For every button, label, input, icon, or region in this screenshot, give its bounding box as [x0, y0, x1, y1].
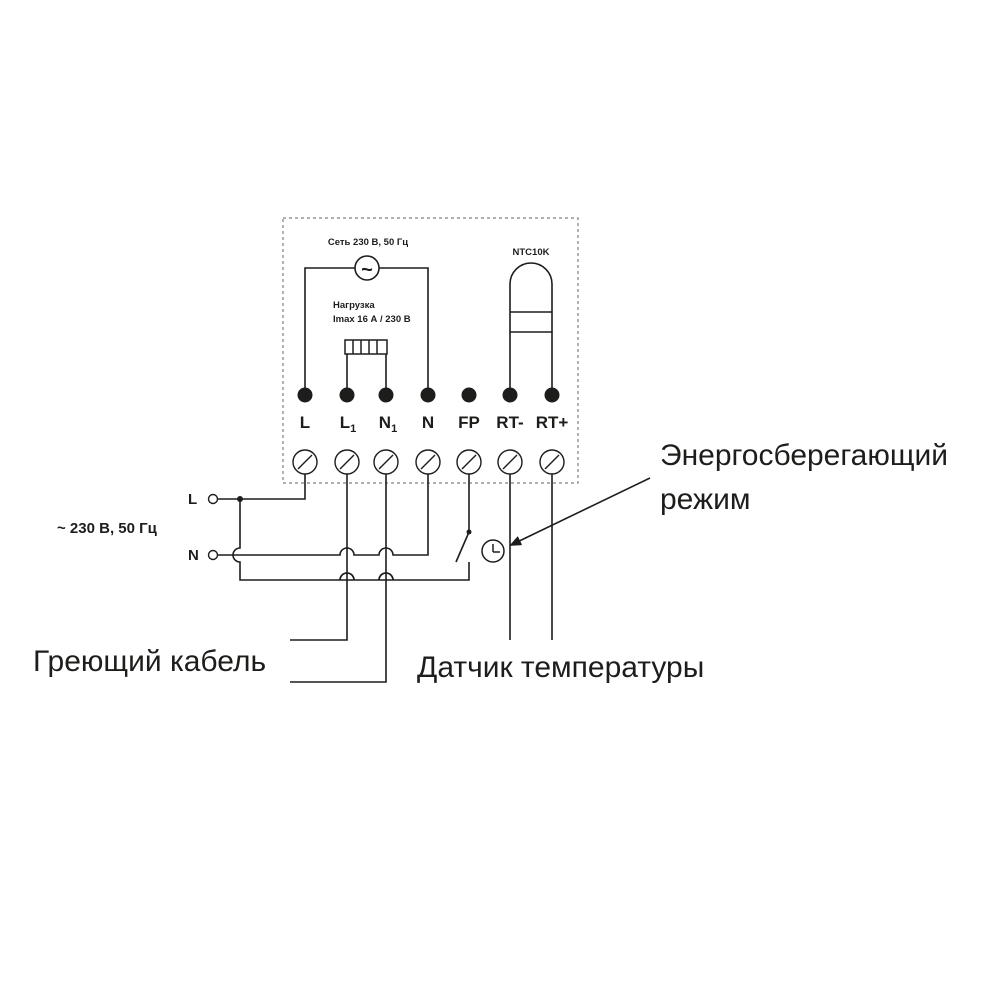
heating-cable-n1-wire	[290, 474, 387, 683]
screw-terminal-n1	[373, 449, 399, 475]
l1-hop-arc	[339, 572, 355, 581]
terminal-label-rt-plus: RT+	[536, 413, 569, 432]
load-label-line2: Imax 16 А / 230 В	[333, 314, 411, 325]
supply-n-label: N	[188, 547, 199, 564]
supply-voltage-label: ~ 230 В, 50 Гц	[57, 520, 158, 537]
clock-icon	[481, 539, 505, 563]
ac-tilde: ~	[361, 259, 373, 281]
terminal-dot-n	[420, 387, 436, 403]
load-label-line1: Нагрузка	[333, 300, 375, 311]
terminal-dots	[297, 387, 560, 403]
energy-saving-arrow	[509, 477, 651, 546]
supply-n-wire	[217, 474, 429, 556]
screw-terminal-rt-plus	[539, 449, 565, 475]
fp-switch-symbol	[455, 531, 470, 563]
screw-terminal-n	[415, 449, 441, 475]
terminal-label-n1: N1	[379, 413, 397, 435]
screw-terminals	[292, 449, 565, 475]
screw-terminal-l	[292, 449, 318, 475]
supply-l-label: L	[188, 491, 197, 508]
terminal-dot-l1	[339, 387, 355, 403]
terminal-dot-n1	[378, 387, 394, 403]
temp-sensor-label: Датчик температуры	[417, 651, 704, 684]
terminal-dot-fp	[461, 387, 477, 403]
terminal-label-l: L	[300, 413, 310, 432]
terminal-label-n: N	[422, 413, 434, 432]
terminal-label-fp: FP	[458, 413, 480, 432]
ntc-sensor-symbol	[509, 262, 553, 333]
sensor-label: NTC10K	[513, 247, 550, 258]
terminal-dot-rt-minus	[502, 387, 518, 403]
heating-cable-label: Греющий кабель	[33, 645, 266, 678]
terminal-label-l1: L1	[340, 413, 357, 435]
source-label: Сеть 230 В, 50 Гц	[328, 237, 408, 248]
supply-l-branch	[232, 499, 470, 581]
terminal-dot-l	[297, 387, 313, 403]
energy-saving-label-line1: Энергосберегающий	[660, 439, 948, 472]
thermostat-box	[282, 217, 579, 484]
screw-terminal-fp	[456, 449, 482, 475]
heating-cable-l1-wire	[290, 474, 348, 641]
n1-hop-arc	[378, 572, 394, 581]
terminal-dot-rt-plus	[544, 387, 560, 403]
screw-terminal-l1	[334, 449, 360, 475]
source-wire-right	[379, 267, 429, 393]
supply-l-wire	[217, 474, 306, 500]
fp-switch-contact	[466, 529, 472, 535]
supply-n-terminal	[207, 549, 219, 561]
terminal-labels: L L1 N1 N FP RT- RT+	[300, 413, 569, 435]
heater-load-symbol	[344, 339, 388, 355]
terminal-label-rt-minus: RT-	[496, 413, 523, 432]
screw-terminal-rt-minus	[497, 449, 523, 475]
energy-saving-label-line2: режим	[660, 483, 750, 516]
ac-source-symbol: ~	[354, 255, 380, 281]
supply-l-terminal	[207, 493, 219, 505]
source-wire-left	[304, 267, 355, 393]
